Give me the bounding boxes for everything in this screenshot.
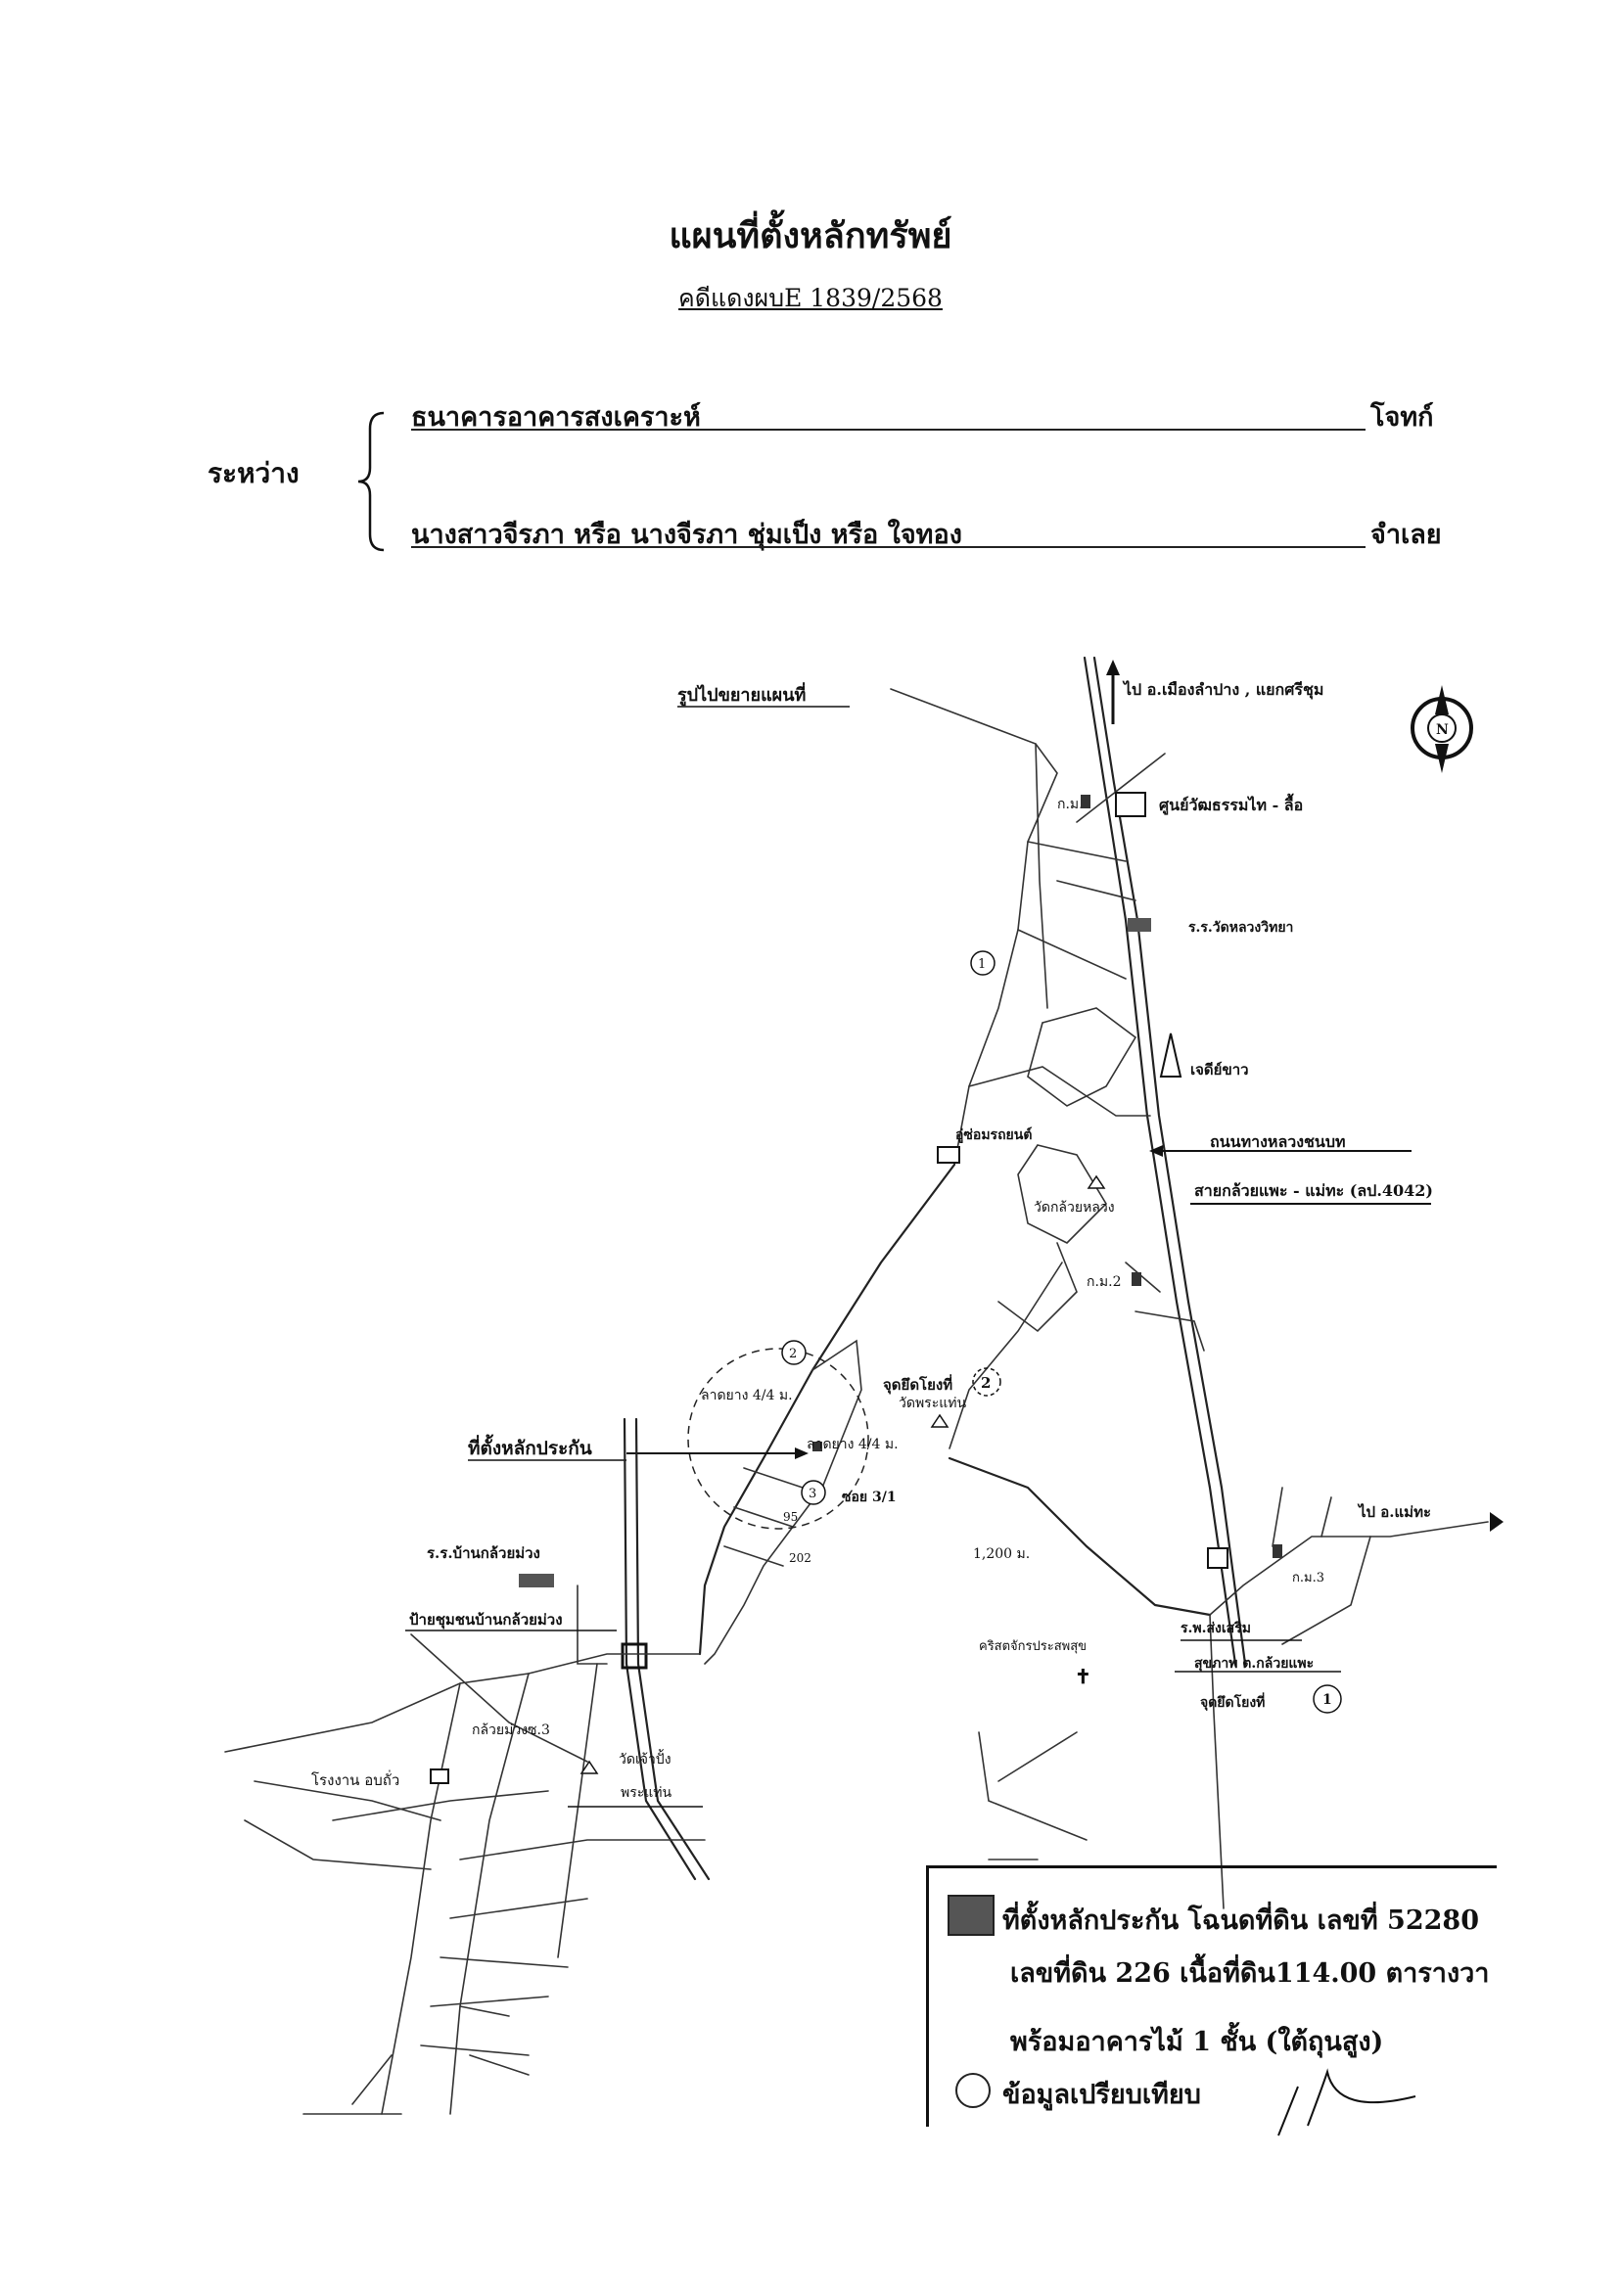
- school-kluai-icon: [519, 1574, 554, 1587]
- school-luang-label: ร.ร.วัดหลวงวิทยา: [1188, 920, 1293, 936]
- church-label: คริสตจักรประสพสุข: [979, 1639, 1087, 1654]
- ref-point-2-label: จุดยึดโยงที่: [883, 1374, 952, 1395]
- paved-upper-label: ลาดยาง 4/4 ม.: [701, 1388, 793, 1403]
- tai-center-building-icon: [1115, 792, 1146, 817]
- kluai-muang-label: กล้วยม่วงซ.3: [472, 1722, 550, 1738]
- svg-text:202: 202: [789, 1551, 811, 1565]
- defendant-role: จำเลย: [1370, 520, 1442, 550]
- to-maetha-label: ไป อ.แม่ทะ: [1357, 1502, 1431, 1521]
- paved-lower-label: ลาดยาง 4/4 ม.: [807, 1437, 899, 1452]
- chedi-icon: [1159, 1033, 1182, 1078]
- church-cross-icon: ✝: [1075, 1665, 1091, 1688]
- plaintiff-role: โจทก์: [1370, 402, 1434, 433]
- garage-label: อู่ซ่อมรถยนต์: [955, 1126, 1032, 1143]
- legend-line1: ที่ตั้งหลักประกัน โฉนดที่ดิน เลขที่ 5228…: [1002, 1906, 1479, 1936]
- rural-road-label: ถนนทางหลวงชนบท: [1210, 1132, 1346, 1151]
- wat-kluai-label: วัดกล้วยหลวง: [1034, 1200, 1115, 1216]
- garage-icon: [937, 1146, 960, 1164]
- km3-label: ก.ม.3: [1292, 1571, 1324, 1585]
- north-compass-icon: N: [1411, 685, 1473, 773]
- soi-label: ซอย 3/1: [842, 1490, 897, 1505]
- collateral-marker: [812, 1442, 822, 1451]
- legend-line2: เลขที่ดิน 226 เนื้อที่ดิน114.00 ตารางวา: [1010, 1958, 1490, 1989]
- tai-center-label: ศูนย์วัฒธรรมไท - ลื้อ: [1159, 793, 1303, 816]
- plaintiff-line: [411, 429, 1366, 431]
- hospital-icon: [1207, 1547, 1228, 1569]
- case-number: คดีแดงผบE 1839/2568: [678, 284, 943, 312]
- km2-label: ก.ม.2: [1087, 1274, 1122, 1290]
- road-name-label: สายกล้วยแพะ - แม่ทะ (ลป.4042): [1194, 1181, 1433, 1200]
- school-kluai-label: ร.ร.บ้านกล้วยม่วง: [427, 1544, 540, 1562]
- legend-line4: ข้อมูลเปรียบเทียบ: [1002, 2080, 1201, 2110]
- ref-point-1-label: จุดยึดโยงที่: [1200, 1692, 1265, 1711]
- wat-phra-taen-label: วัดพระแท่น: [899, 1396, 966, 1411]
- comparison-circle-icon: [955, 2073, 991, 2108]
- phra-taen-label: พระแท่น: [621, 1785, 672, 1801]
- collateral-square-icon: [948, 1895, 995, 1936]
- distance-label: 1,200 ม.: [973, 1546, 1030, 1562]
- community-sign-label: ป้ายชุมชนบ้านกล้วยม่วง: [409, 1611, 563, 1630]
- factory-label: โรงงาน อบถั่ว: [311, 1769, 399, 1789]
- svg-text:1: 1: [978, 957, 986, 972]
- bracket: [357, 411, 385, 552]
- collateral-circle: [687, 1348, 869, 1530]
- health-label: สุขภาพ ต.กล้วยแพะ: [1194, 1656, 1314, 1672]
- svg-text:2: 2: [789, 1347, 797, 1361]
- svg-text:N: N: [1436, 722, 1449, 738]
- main-highway-edge: [1092, 656, 1247, 1666]
- legend-line3: พร้อมอาคารไม้ 1 ชั้น (ใต้ถุนสูง): [1010, 2027, 1384, 2057]
- collateral-location-label: ที่ตั้งหลักประกัน: [468, 1434, 592, 1459]
- to-lampang-label: ไป อ.เมืองลำปาง , แยกศรีชุม: [1122, 680, 1323, 700]
- between-label: ระหว่าง: [208, 457, 300, 489]
- svg-text:2: 2: [981, 1374, 991, 1392]
- svg-text:1: 1: [1322, 1692, 1332, 1708]
- document-title: แผนที่ตั้งหลักทรัพย์: [669, 215, 952, 256]
- wat-chao-label: วัดเจ้าปั้ง: [619, 1749, 672, 1768]
- svg-text:3: 3: [809, 1487, 816, 1501]
- chedi-label: เจดีย์ขาว: [1190, 1061, 1249, 1079]
- legend-box: [926, 1865, 1497, 2127]
- defendant-line: [411, 546, 1366, 548]
- defendant-name: นางสาวจีรภา หรือ นางจีรภา ชุ่มเป็ง หรือ …: [411, 520, 962, 550]
- plaintiff-name: ธนาคารอาคารสงเคราะห์: [411, 402, 701, 433]
- school-icon: [1128, 918, 1151, 932]
- signature-mark: [1277, 2068, 1416, 2136]
- wat-kluai-icon: [1087, 1174, 1106, 1189]
- enlarged-caption: รูปไปขยายแผนที่: [677, 682, 806, 707]
- svg-text:95: 95: [783, 1510, 798, 1524]
- hospital-label: ร.พ.ส่งเสริม: [1181, 1621, 1251, 1636]
